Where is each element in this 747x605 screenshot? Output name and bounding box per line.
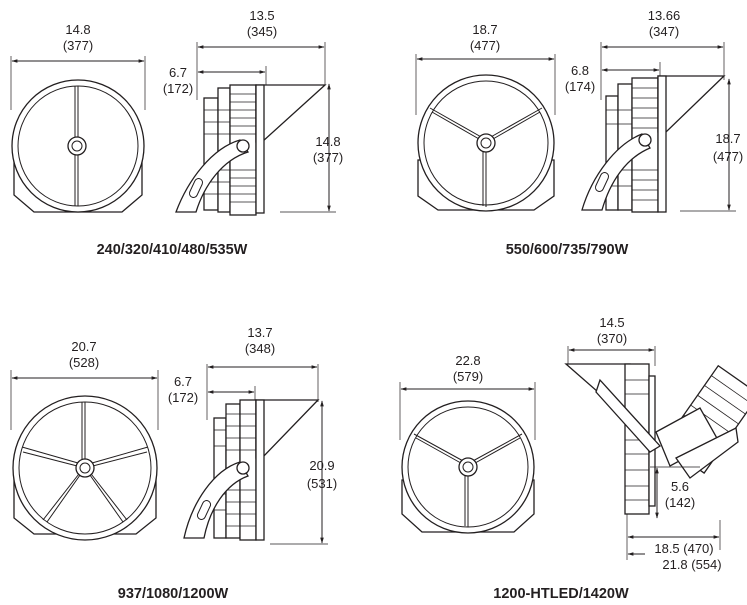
depth-mm-label: (347) [649, 24, 679, 39]
height-mm-label: (477) [713, 149, 743, 164]
offset-label: 5.6 [671, 479, 689, 494]
side-view-fixture-tilted [564, 363, 747, 515]
side-view-fixture [175, 84, 327, 216]
height-label: 20.9 [309, 458, 334, 473]
caption-550-790w: 550/600/735/790W [506, 242, 629, 258]
front-width-label: 22.8 [455, 353, 480, 368]
panel-240-535w: 14.8 (377) 13.5 (345) 6.7 (172) 14.8 (37… [10, 8, 343, 258]
tilt-dimension-label-1: 18.5 (470) [654, 541, 713, 556]
front-width-label: 20.7 [71, 339, 96, 354]
depth-mm-label: (345) [247, 24, 277, 39]
panel-937-1200w: 20.7 (528) 13.7 (348) 6.7 (172) 20.9 (53… [10, 325, 337, 602]
panel-550-790w: 18.7 (477) 13.66 (347) 6.8 (174) 18.7 (4… [415, 8, 743, 258]
front-width-label: 18.7 [472, 22, 497, 37]
offset-label: 6.7 [174, 374, 192, 389]
front-width-mm-label: (377) [63, 38, 93, 53]
depth-mm-label: (348) [245, 341, 275, 356]
caption-240-535w: 240/320/410/480/535W [97, 242, 248, 258]
offset-label: 6.8 [571, 63, 589, 78]
offset-mm-label: (174) [565, 79, 595, 94]
front-width-mm-label: (477) [470, 38, 500, 53]
fixture-center-hub [67, 136, 87, 156]
caption-1200-htled-1420w: 1200-HTLED/1420W [493, 586, 629, 602]
front-view-fixture [417, 74, 555, 212]
height-mm-label: (377) [313, 150, 343, 165]
caption-937-1200w: 937/1080/1200W [118, 586, 229, 602]
mounting-yoke [175, 139, 250, 213]
offset-label: 6.7 [169, 65, 187, 80]
front-view-fixture [11, 79, 145, 213]
tilt-dimension-label-2: 21.8 (554) [662, 557, 721, 572]
front-width-mm-label: (528) [69, 355, 99, 370]
height-mm-label: (531) [307, 476, 337, 491]
depth-label: 13.66 [648, 8, 681, 23]
side-view-fixture [183, 399, 320, 541]
depth-label: 13.5 [249, 8, 274, 23]
offset-mm-label: (172) [163, 81, 193, 96]
height-label: 14.8 [315, 134, 340, 149]
side-view-fixture [581, 75, 726, 213]
front-width-label: 14.8 [65, 22, 90, 37]
depth-mm-label: (370) [597, 331, 627, 346]
front-width-mm-label: (579) [453, 369, 483, 384]
offset-mm-label: (142) [665, 495, 695, 510]
depth-label: 14.5 [599, 315, 624, 330]
panel-1200-htled-1420w: 22.8 (579) 14.5 (370) [399, 315, 747, 602]
height-label: 18.7 [715, 131, 740, 146]
front-view-fixture [401, 400, 535, 534]
front-view-fixture [12, 395, 158, 541]
depth-label: 13.7 [247, 325, 272, 340]
offset-mm-label: (172) [168, 390, 198, 405]
